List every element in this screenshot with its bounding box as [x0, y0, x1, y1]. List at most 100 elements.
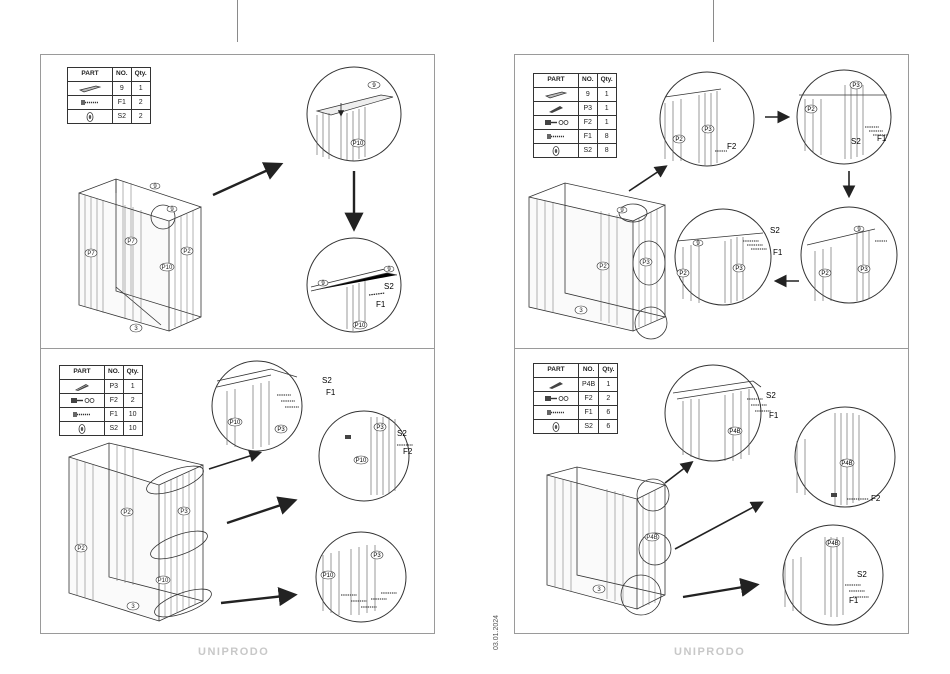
- right-detail7-label-p4b: P4B: [827, 541, 838, 547]
- right-detail2-label-p2: P2: [807, 107, 815, 113]
- detail3-label-s2: S2: [322, 376, 332, 385]
- crop-mark-left: [237, 0, 238, 42]
- right-detail-circle-p4b-top: P4B S2 F1: [664, 364, 779, 462]
- detail2-label-s2: S2: [384, 282, 394, 291]
- right-detail7-label-f1: F1: [849, 596, 859, 605]
- right-detail2-label-f1: F1: [877, 134, 887, 143]
- label-p10: P10: [162, 265, 173, 271]
- table-row: F2 2: [533, 391, 619, 406]
- right-detail2-label-p3: P3: [852, 83, 860, 89]
- anchor-icon: [545, 396, 569, 401]
- detail4-label-s2: S2: [397, 429, 407, 438]
- right-detail1-label-p2: P2: [675, 137, 683, 143]
- panel-icon: [549, 381, 563, 389]
- right-detail3-label-9: 9: [857, 227, 861, 233]
- table-row: F1 8: [533, 129, 617, 144]
- cap-icon: [78, 423, 86, 434]
- detail3-label-f1: F1: [326, 388, 336, 397]
- right-detail6-label-p4b: P4B: [841, 461, 852, 467]
- label-part9-corner: 9: [170, 207, 174, 213]
- detail4-label-p3: P3: [376, 425, 384, 431]
- right-detail4-label-s2: S2: [770, 226, 780, 235]
- right-step1-label-3: 3: [579, 308, 583, 314]
- right-detail7-label-s2: S2: [857, 570, 867, 579]
- right-detail4-label-f1: F1: [773, 248, 783, 257]
- anchor-icon: [71, 398, 95, 403]
- right-detail6-label-f2: F2: [871, 494, 881, 503]
- arrow-step2-top: [208, 449, 263, 470]
- right-detail1-label-p3: P3: [704, 127, 712, 133]
- label-p7: P7: [87, 251, 95, 257]
- panel-icon: [549, 105, 563, 113]
- right-detail4-label-p2: P2: [679, 271, 687, 277]
- right-brand-logo: UNIPRODO: [674, 646, 746, 658]
- parts-table-right-step2: PART NO. Qty. P4B 1 F2 2 F1 6 S2 6: [533, 363, 619, 434]
- step2-shed-frame: [68, 442, 204, 622]
- screw-icon: [73, 412, 90, 417]
- detail2-label-p10: P10: [355, 323, 366, 329]
- right-step1-label-9: 9: [620, 208, 624, 214]
- table-row: P4B 1: [533, 377, 619, 392]
- table-row: F2 2: [59, 393, 143, 408]
- arrow-to-detail1: [212, 162, 284, 197]
- right-detail5-label-p4b: P4B: [729, 429, 740, 435]
- detail1-label-p10: P10: [353, 141, 364, 147]
- detail4-label-p10: P10: [356, 458, 367, 464]
- table-row: S2 2: [67, 109, 151, 124]
- screw-icon: [81, 100, 98, 105]
- panel-icon: [75, 383, 89, 391]
- right-step2-label-3: 3: [597, 587, 601, 593]
- detail-circle-screws: 9 9 S2 F1 P10: [306, 237, 402, 333]
- print-date: 03.01.2024: [493, 614, 500, 650]
- parts-table-left-step1: PART NO. Qty. 9 1 F1 2 S2 2: [67, 67, 151, 124]
- right-step2-label-p4b: P4B: [646, 535, 657, 541]
- right-step1-shed-frame: [528, 182, 666, 332]
- step2-label-p2: P2: [77, 546, 85, 552]
- right-detail2-label-s2: S2: [851, 137, 861, 146]
- left-page-divider: [41, 348, 434, 349]
- right-detail-circle-screws-top: P3 P2 S2 F1: [796, 69, 892, 165]
- left-brand-logo: UNIPRODO: [198, 646, 270, 658]
- detail-circle-anchor: P3 P10 S2 F2: [318, 410, 413, 502]
- rail-icon: [78, 85, 102, 93]
- detail3-label-p10: P10: [230, 420, 241, 426]
- parts-table-left-step2: PART NO. Qty. P3 1 F2 2 F1 10 S2 10: [59, 365, 143, 436]
- table-row: F1 10: [59, 407, 143, 422]
- right-detail-circle-p3: P2 P3 F2: [659, 71, 755, 167]
- anchor-icon: [545, 120, 569, 125]
- right-page-divider: [515, 348, 908, 349]
- right-detail-circle-screws-mid: 9 P2 P3 S2 F1: [674, 208, 783, 306]
- detail-circle-top-screws: P10 P3 S2 F1: [211, 360, 336, 452]
- cap-icon: [552, 421, 560, 432]
- arrow-step2-mid: [226, 496, 298, 525]
- detail-circle-rail-top: 9 P10: [306, 66, 402, 162]
- detail1-label-9: 9: [372, 83, 376, 89]
- table-row: 9 1: [533, 87, 617, 102]
- right-detail5-label-s2: S2: [766, 391, 776, 400]
- right-detail-circle-rail: 9 P2 P3: [800, 206, 898, 304]
- right-step1-label-p3: P3: [642, 260, 650, 266]
- arrow-step2-bottom: [220, 587, 298, 607]
- right-detail5-label-f1: F1: [769, 411, 779, 420]
- right-detail3-label-p3: P3: [860, 267, 868, 273]
- right-page-frame: PART NO. Qty. 9 1 P3 1 F2 1 F1 8 S2 8: [514, 54, 909, 634]
- right-arrow-step2-mid: [674, 501, 764, 550]
- step2-label-p3: P3: [180, 509, 188, 515]
- right-page-illustrations: P2 P3 9 3 P2 P3 F2: [528, 69, 898, 626]
- detail2-label-9: 9: [321, 281, 325, 287]
- screw-icon: [547, 410, 564, 415]
- cap-icon: [552, 145, 560, 156]
- right-detail1-label-f2: F2: [727, 142, 737, 151]
- right-detail3-label-p2: P2: [821, 271, 829, 277]
- screw-icon: [547, 134, 564, 139]
- step2-label-p2-back: P2: [123, 510, 131, 516]
- right-detail4-label-9: 9: [696, 241, 700, 247]
- detail4-label-f2: F2: [403, 447, 413, 456]
- table-row: S2 8: [533, 143, 617, 158]
- detail3-label-p3: P3: [277, 427, 285, 433]
- left-page-frame: PART NO. Qty. 9 1 F1 2 S2 2 PART NO. Qty…: [40, 54, 435, 634]
- right-arrow-step2-bottom: [682, 577, 760, 599]
- left-page-illustrations: 9 9 P7 P7 P2 P10 3 9 P10: [68, 66, 413, 623]
- detail2-label-9b: 9: [387, 267, 391, 273]
- table-row: 9 1: [67, 81, 151, 96]
